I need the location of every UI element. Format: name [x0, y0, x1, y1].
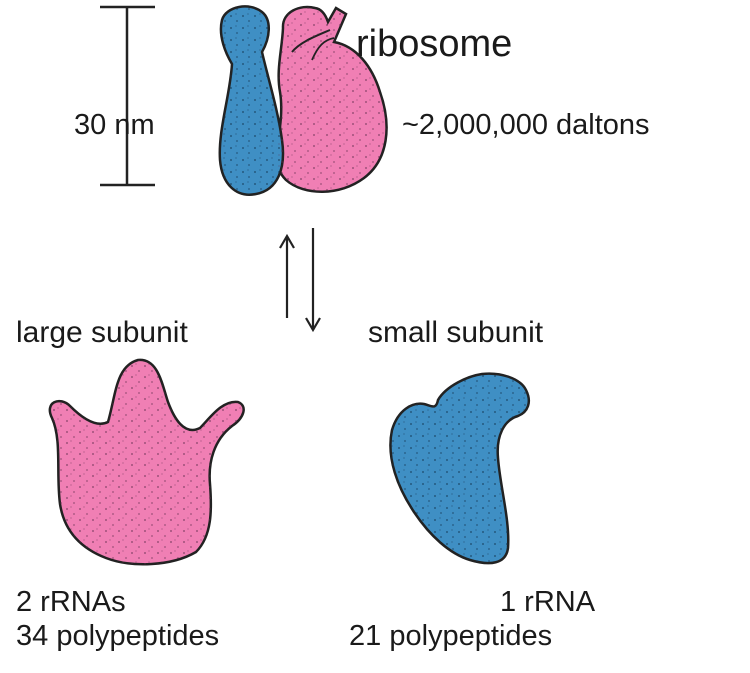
pink-stipple [49, 359, 244, 565]
equilibrium-arrows [279, 228, 321, 333]
large-subunit-label: large subunit [16, 316, 188, 349]
large-subunit-polypeptide-count: 34 polypeptides [16, 620, 220, 652]
ribosome-label: ribosome [356, 23, 513, 65]
scale-bar [100, 5, 155, 187]
small-subunit-label: small subunit [368, 316, 544, 349]
pink-stipple [276, 6, 387, 192]
large-subunit-rrna-count: 2 rRNAs [16, 586, 126, 618]
scale-label: 30 nm [74, 109, 155, 141]
small-subunit-rrna-count: 1 rRNA [500, 586, 596, 618]
blue-stipple [390, 373, 529, 564]
small-subunit-polypeptide-count: 21 polypeptides [349, 620, 553, 652]
mass-label: ~2,000,000 daltons [402, 109, 650, 141]
blue-stipple [219, 6, 283, 195]
stipple-texture [49, 6, 529, 565]
